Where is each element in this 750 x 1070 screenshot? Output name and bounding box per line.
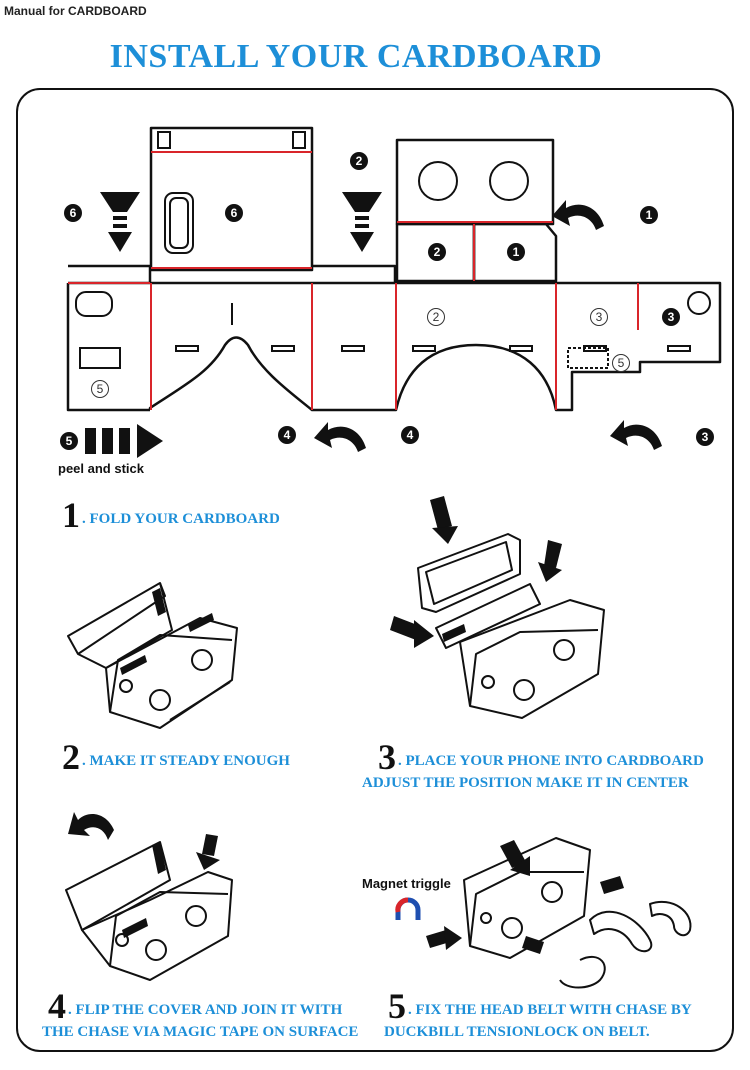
step-5-caption: 5. FIX THE HEAD BELT WITH CHASE BY	[388, 986, 692, 1026]
marker-5-outline: 5	[612, 354, 630, 372]
step-4-caption: 4. FLIP THE COVER AND JOIN IT WITH	[48, 986, 343, 1026]
step-5-caption-line2: DUCKBILL TENSIONLOCK ON BELT.	[384, 1024, 650, 1040]
page-title: INSTALL YOUR CARDBOARD	[109, 38, 603, 75]
marker-2: 2	[350, 152, 368, 170]
step-number: 2	[62, 737, 80, 777]
document-header: Manual for CARDBOARD	[4, 4, 147, 18]
marker-3-outline: 3	[590, 308, 608, 326]
marker-3: 3	[662, 308, 680, 326]
magnet-label: Magnet triggle	[362, 876, 451, 891]
step-3-caption-line2: ADJUST THE POSITION MAKE IT IN CENTER	[362, 775, 689, 791]
marker-1: 1	[507, 243, 525, 261]
step-3-caption: 3. PLACE YOUR PHONE INTO CARDBOARD	[378, 737, 704, 777]
step-1-caption: 1. FOLD YOUR CARDBOARD	[62, 495, 280, 535]
step-number: 4	[48, 986, 66, 1026]
step-number: 1	[62, 495, 80, 535]
marker-4: 4	[278, 426, 296, 444]
step-number: 5	[388, 986, 406, 1026]
marker-2: 2	[428, 243, 446, 261]
peel-and-stick-label: peel and stick	[58, 461, 144, 476]
marker-5: 5	[60, 432, 78, 450]
step-4-caption-line2: THE CHASE VIA MAGIC TAPE ON SURFACE	[42, 1024, 359, 1040]
marker-3: 3	[696, 428, 714, 446]
marker-5-outline: 5	[91, 380, 109, 398]
step-number: 3	[378, 737, 396, 777]
marker-2-outline: 2	[427, 308, 445, 326]
marker-6: 6	[225, 204, 243, 222]
step-2-caption: 2. MAKE IT STEADY ENOUGH	[62, 737, 290, 777]
marker-4: 4	[401, 426, 419, 444]
marker-1: 1	[640, 206, 658, 224]
instruction-frame	[16, 88, 734, 1052]
marker-6: 6	[64, 204, 82, 222]
